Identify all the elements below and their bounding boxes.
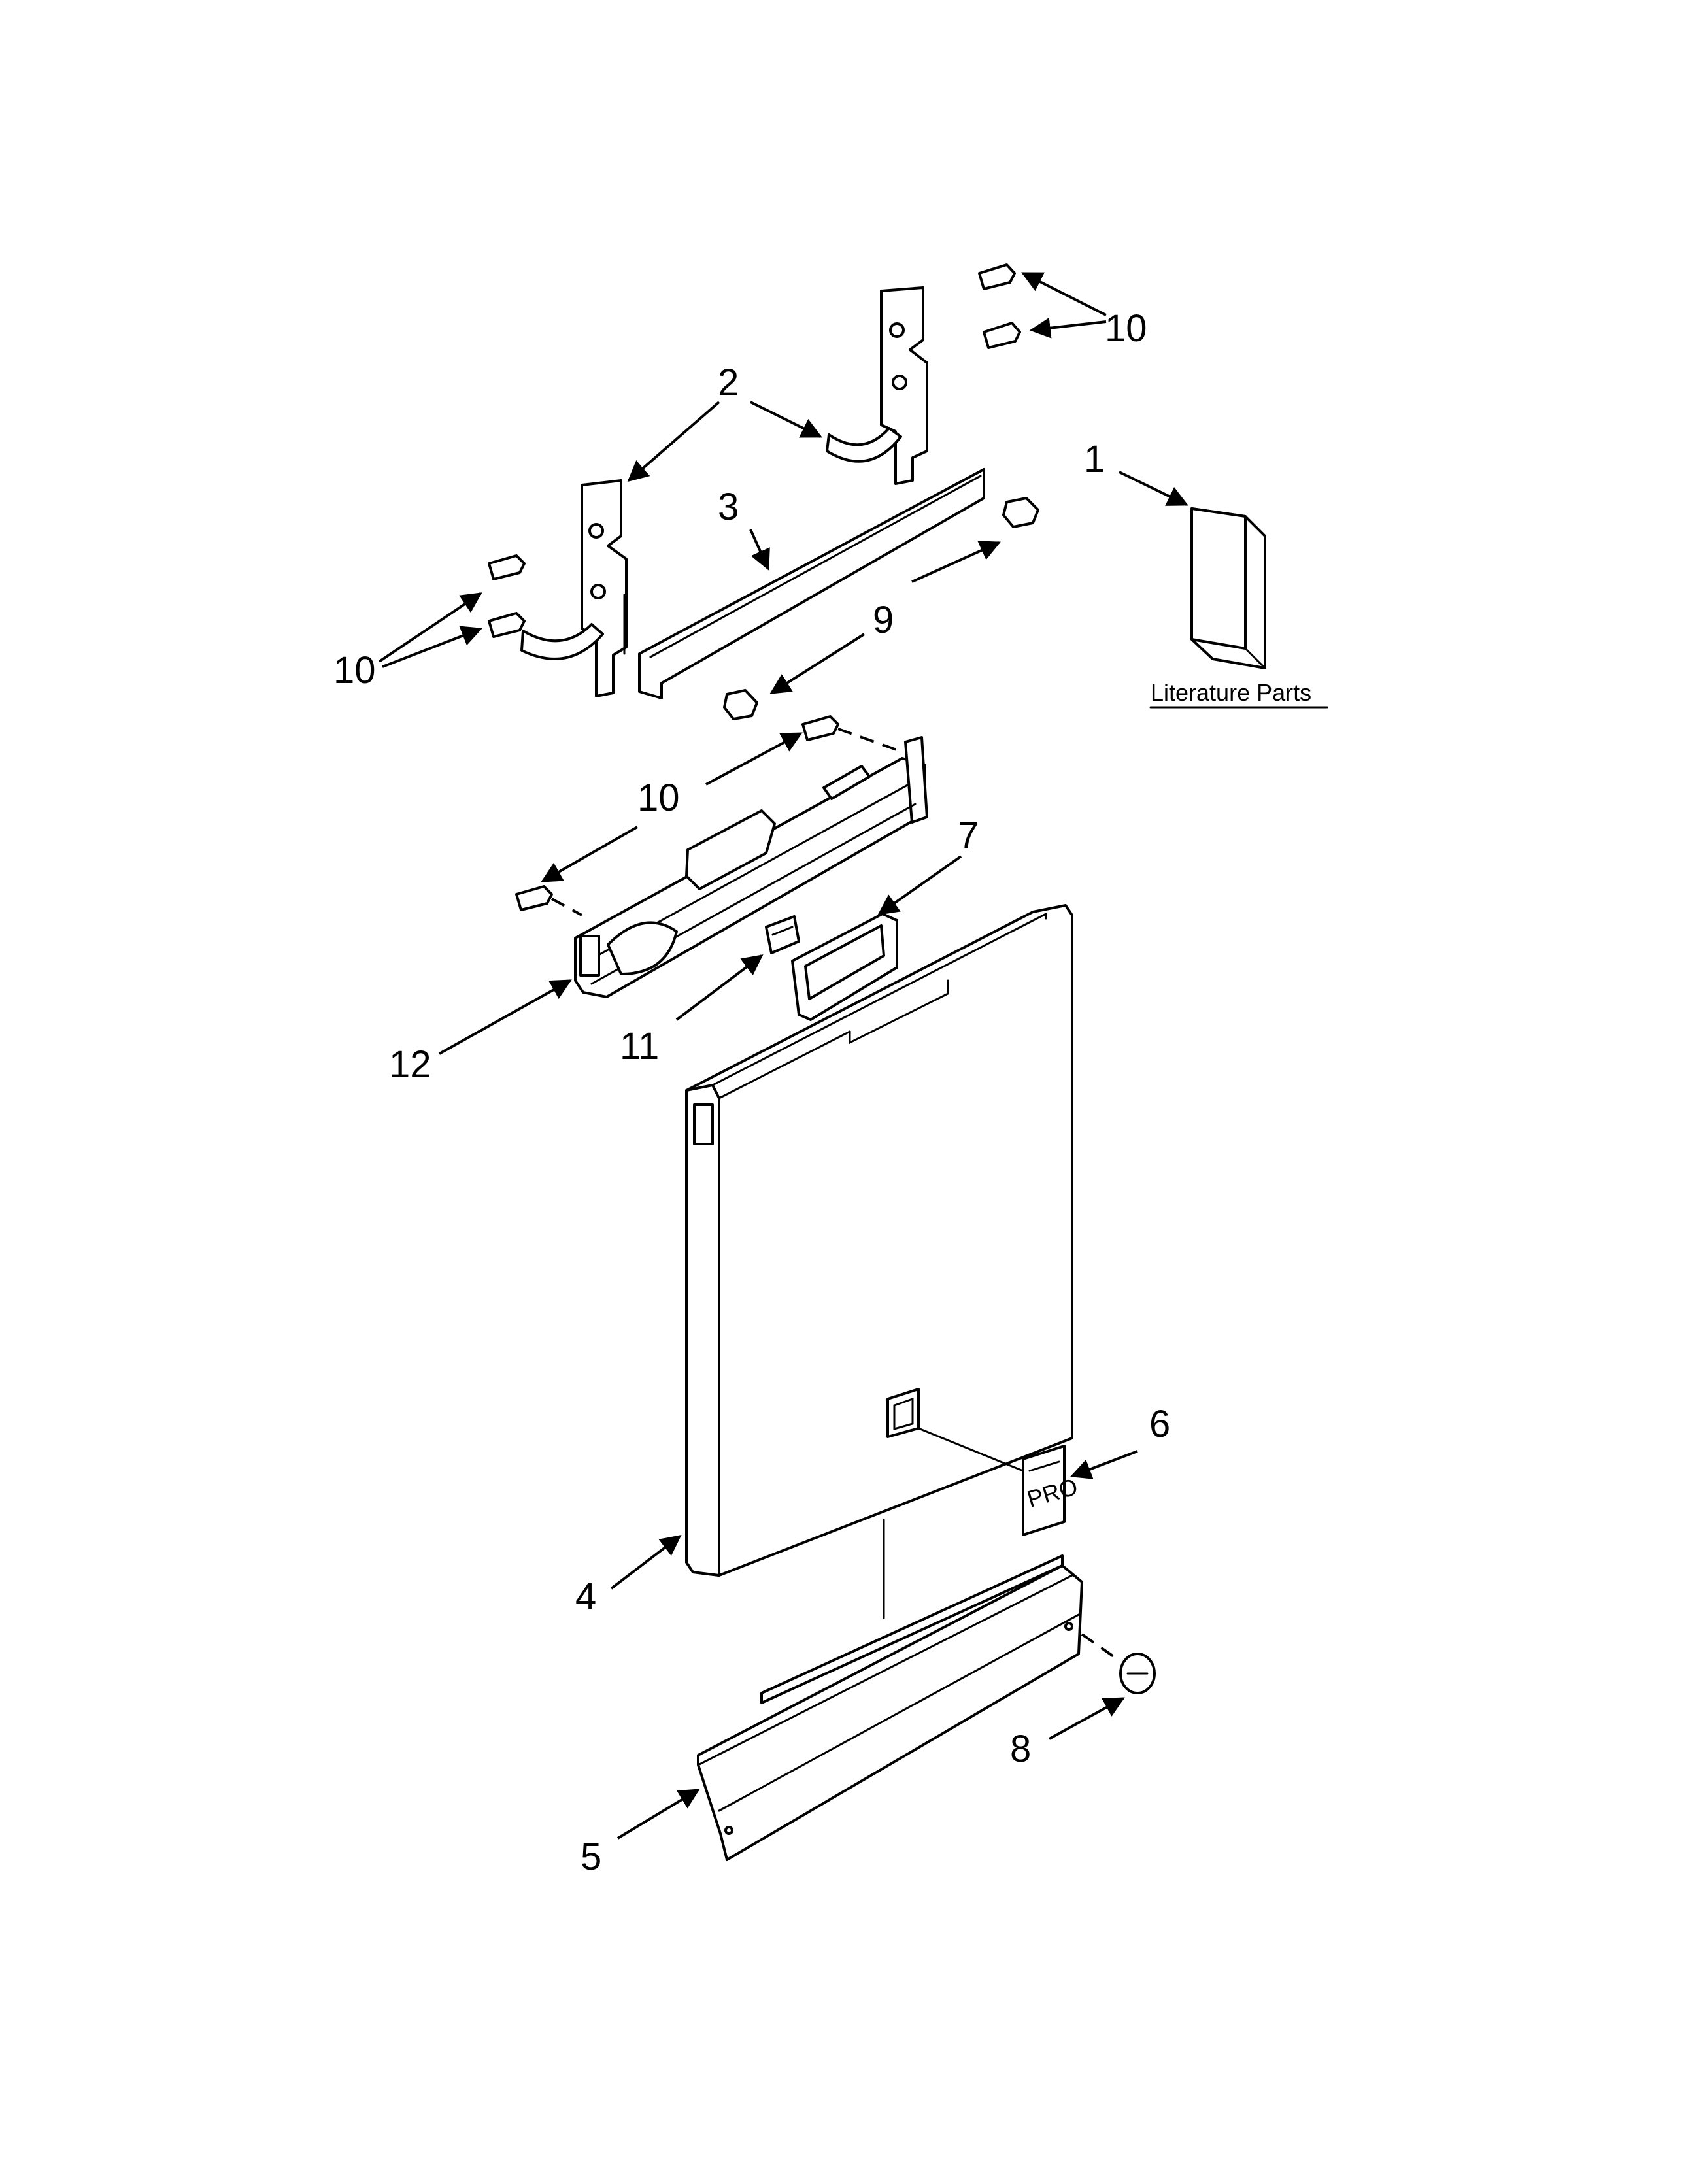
callout-6: 6 bbox=[1149, 1403, 1170, 1445]
leader-3 bbox=[749, 529, 770, 571]
callout-7: 7 bbox=[958, 815, 979, 857]
leader-10-left-b bbox=[382, 626, 482, 668]
toe-kick-screw bbox=[1119, 1653, 1156, 1694]
screw-alignment-line-b bbox=[551, 898, 582, 916]
right-mounting-bracket bbox=[826, 286, 928, 485]
leader-9-right bbox=[911, 541, 1001, 583]
literature-parts-label: Literature Parts bbox=[1151, 679, 1311, 706]
leader-9-left bbox=[769, 633, 866, 694]
leader-5 bbox=[616, 1789, 700, 1840]
screw-alignment-line-a bbox=[837, 728, 903, 753]
door-badge-recess bbox=[886, 1388, 920, 1438]
callout-10-mid: 10 bbox=[637, 777, 680, 819]
callout-12: 12 bbox=[389, 1043, 431, 1086]
leader-12 bbox=[439, 979, 572, 1055]
leader-7 bbox=[877, 855, 962, 915]
console-screws bbox=[515, 715, 839, 911]
bracket-screws-top bbox=[978, 263, 1021, 349]
callout-8: 8 bbox=[1010, 1728, 1031, 1770]
callout-10-top: 10 bbox=[1105, 307, 1147, 350]
callout-11: 11 bbox=[620, 1025, 659, 1067]
callout-3: 3 bbox=[718, 486, 739, 528]
leader-10-top-b bbox=[1029, 317, 1107, 339]
leader-10-mid-b bbox=[541, 826, 638, 882]
left-mounting-bracket bbox=[520, 479, 628, 697]
callout-5: 5 bbox=[581, 1836, 601, 1878]
callout-2: 2 bbox=[718, 361, 739, 404]
door-latch bbox=[765, 915, 800, 954]
leader-10-mid-a bbox=[705, 732, 803, 786]
leader-10-top-a bbox=[1021, 272, 1107, 316]
door-support-rail bbox=[638, 468, 985, 699]
leader-6 bbox=[1070, 1450, 1138, 1479]
toe-kick-panel bbox=[697, 1554, 1083, 1861]
outer-door-panel bbox=[685, 904, 1073, 1577]
callout-1: 1 bbox=[1084, 438, 1105, 480]
leader-10-left-a bbox=[378, 592, 482, 663]
control-console bbox=[574, 736, 928, 998]
door-handle bbox=[791, 913, 898, 1021]
leader-2-left bbox=[627, 401, 720, 482]
leader-2-right bbox=[750, 401, 822, 438]
callout-4: 4 bbox=[575, 1575, 596, 1618]
literature-booklet bbox=[1190, 507, 1266, 669]
callout-9: 9 bbox=[873, 599, 894, 641]
rail-screw-left bbox=[723, 689, 758, 720]
leader-8 bbox=[1049, 1697, 1125, 1740]
screw-alignment-line-kick bbox=[1081, 1633, 1120, 1662]
pro-badge: PRO bbox=[1022, 1445, 1081, 1536]
rail-screw-right bbox=[1002, 497, 1039, 528]
leader-1 bbox=[1119, 471, 1188, 506]
leader-11 bbox=[675, 954, 764, 1021]
badge-alignment-line bbox=[917, 1427, 1024, 1472]
callout-10-left: 10 bbox=[333, 649, 376, 692]
leader-4 bbox=[610, 1535, 682, 1590]
bracket-screws-left bbox=[488, 554, 526, 638]
